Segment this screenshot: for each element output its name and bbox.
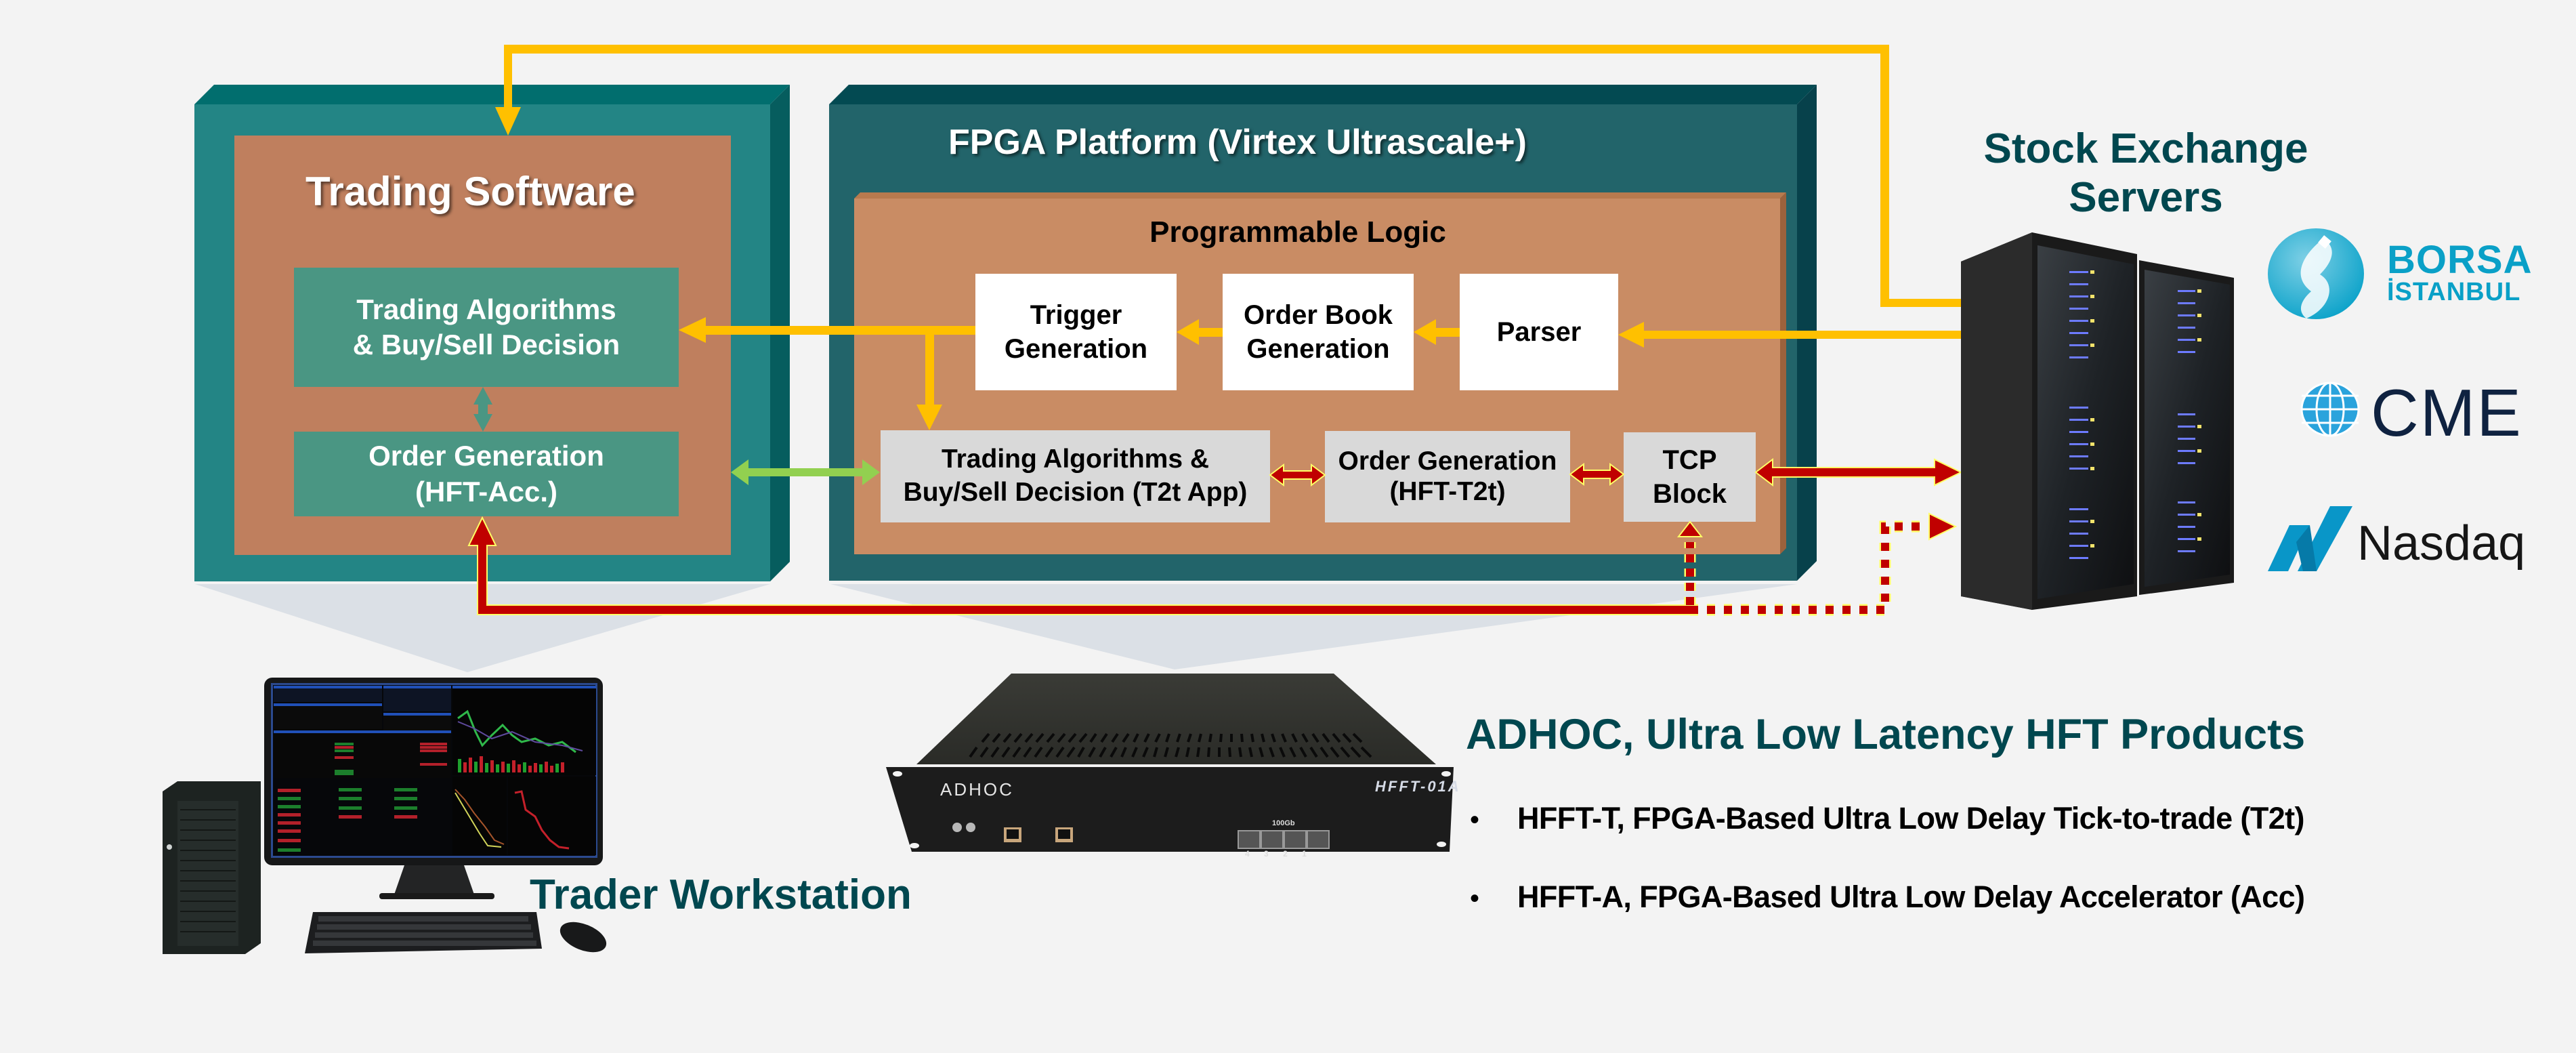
- mouse-icon: [559, 922, 607, 953]
- trigger-generation-box[interactable]: [975, 274, 1177, 390]
- product-bullet-hfft-t: HFFT-T, FPGA-Based Ultra Low Delay Tick-…: [1517, 801, 2305, 835]
- port-number: 3: [1264, 849, 1269, 859]
- bullet-icon: •: [1470, 884, 1480, 913]
- trigger-generation-label: Trigger Generation: [975, 274, 1177, 390]
- borsa-line2: İSTANBUL: [2387, 277, 2521, 306]
- order-generation-acc-line2: (HFT-Acc.): [415, 475, 557, 508]
- order-generation-t2t-line1: Order Generation: [1338, 446, 1557, 476]
- trading-algorithms-label: Trading Algorithms & Buy/Sell Decision: [294, 268, 679, 387]
- trading-screen-content: [274, 686, 596, 855]
- borsa-line1: BORSA: [2387, 238, 2533, 282]
- port-number: 2: [1283, 849, 1288, 859]
- stock-exchange-title: Stock Exchange Servers: [1943, 125, 2349, 222]
- tcp-block-box[interactable]: [1624, 432, 1756, 522]
- device-vents: [969, 732, 1372, 758]
- software-fpga-link-arrow: [731, 459, 880, 485]
- qsfp-ports-icon: [1238, 830, 1330, 849]
- t2t-ordergen-double-arrow: [1269, 463, 1326, 487]
- trading-algorithms-line2: & Buy/Sell Decision: [352, 329, 620, 360]
- trading-software-title: Trading Software: [305, 169, 635, 214]
- nasdaq-logo-icon: [2268, 506, 2352, 571]
- order-generation-acc-box[interactable]: [294, 432, 679, 516]
- port-number: 4: [1245, 849, 1250, 859]
- acc-dotted-order-path: [1676, 512, 1958, 616]
- fpga-platform-title: FPGA Platform (Virtex Ultrascale+): [948, 123, 1527, 162]
- order-generation-t2t-line2: (HFT-T2t): [1389, 476, 1506, 506]
- device-model-label: HFFT-01A: [1375, 778, 1461, 795]
- tcp-block-label: TCP Block: [1624, 432, 1756, 522]
- t2t-app-label: Trading Algorithms & Buy/Sell Decision (…: [881, 430, 1270, 522]
- globe-icon: [2300, 381, 2360, 437]
- t2t-app-line1: Trading Algorithms &: [941, 445, 1210, 474]
- order-book-line2: Generation: [1246, 334, 1390, 364]
- trigger-line2: Generation: [1004, 334, 1148, 364]
- order-book-line1: Order Book: [1243, 300, 1393, 330]
- tcp-line2: Block: [1653, 479, 1727, 509]
- port-number: 1: [1302, 849, 1307, 859]
- device-brand-label: ADHOC: [940, 779, 1014, 800]
- t2t-app-line2: Buy/Sell Decision (T2t App): [903, 478, 1248, 507]
- device-port-speed-label: 100Gb: [1272, 819, 1295, 827]
- order-generation-acc-line1: Order Generation: [368, 440, 604, 472]
- device-port-numbers: 4 3 2 1: [1245, 850, 1307, 858]
- programmable-logic-side-bevel: [1780, 192, 1786, 554]
- product-bullet-hfft-a: HFFT-A, FPGA-Based Ultra Low Delay Accel…: [1517, 880, 2305, 914]
- orderbook-to-trigger-line: [1198, 328, 1223, 337]
- t2t-input-arrowhead: [916, 405, 942, 430]
- borsa-istanbul-logo-text: BORSA İSTANBUL: [2387, 241, 2532, 305]
- server-lights: [2069, 270, 2201, 559]
- parser-line1: Parser: [1496, 317, 1582, 347]
- stock-exchange-title-line1: Stock Exchange: [1983, 125, 2308, 172]
- order-generation-acc-label: Order Generation (HFT-Acc.): [294, 432, 679, 516]
- parser-box[interactable]: [1460, 274, 1618, 390]
- programmable-logic-title: Programmable Logic: [1149, 215, 1446, 249]
- parser-label: Parser: [1460, 274, 1618, 390]
- algorithms-input-arrowhead: [679, 317, 706, 343]
- order-book-generation-label: Order Book Generation: [1223, 274, 1414, 390]
- trader-workstation-label: Trader Workstation: [530, 871, 912, 918]
- tcp-dotted-input-arrowhead: [1676, 520, 1704, 537]
- parser-to-orderbook-line: [1435, 328, 1460, 337]
- tcp-line1: TCP: [1662, 445, 1717, 475]
- server-dotted-input-arrowhead: [1928, 512, 1958, 541]
- trading-algorithms-box[interactable]: [294, 268, 679, 387]
- orderbook-input-arrowhead: [1414, 319, 1436, 345]
- programmable-logic-top-bevel: [854, 192, 1786, 199]
- parser-input-arrowhead: [1618, 322, 1644, 348]
- order-generation-t2t-box[interactable]: [1325, 431, 1570, 522]
- server-racks-icon: [1961, 232, 2234, 610]
- trigger-to-t2t-line: [925, 330, 934, 406]
- order-generation-t2t-label: Order Generation (HFT-T2t): [1325, 431, 1570, 522]
- server-to-parser-line: [1643, 331, 1961, 339]
- ordergen-tcp-double-arrow: [1569, 463, 1625, 486]
- trading-algorithms-line1: Trading Algorithms: [356, 293, 616, 325]
- borsa-istanbul-logo-icon: [2268, 228, 2364, 319]
- t2t-app-box[interactable]: [881, 430, 1270, 522]
- trigger-input-arrowhead: [1177, 319, 1199, 345]
- stock-exchange-title-line2: Servers: [2069, 173, 2223, 221]
- market-data-arrows: [495, 45, 1961, 430]
- nasdaq-logo-text: Nasdaq: [2357, 516, 2526, 571]
- products-heading: ADHOC, Ultra Low Latency HFT Products: [1466, 711, 2306, 758]
- fpga-top-bevel: [829, 85, 1817, 104]
- order-book-generation-box[interactable]: [1223, 274, 1414, 390]
- trading-software-block: [194, 85, 790, 581]
- adhoc-hfft-device-icon: [886, 674, 1454, 852]
- trader-workstation-icon: [163, 678, 607, 954]
- trading-software-top-bevel: [194, 85, 790, 104]
- volume-bars: [458, 756, 564, 772]
- bullet-icon: •: [1470, 805, 1480, 835]
- trigger-line1: Trigger: [1030, 300, 1122, 330]
- trading-software-input-arrowhead: [495, 107, 521, 136]
- trigger-to-algorithms-line: [704, 326, 975, 335]
- algo-order-double-arrow: [473, 387, 492, 432]
- device-projection-funnel: [830, 584, 1797, 669]
- cme-logo-text: CME: [2371, 375, 2522, 450]
